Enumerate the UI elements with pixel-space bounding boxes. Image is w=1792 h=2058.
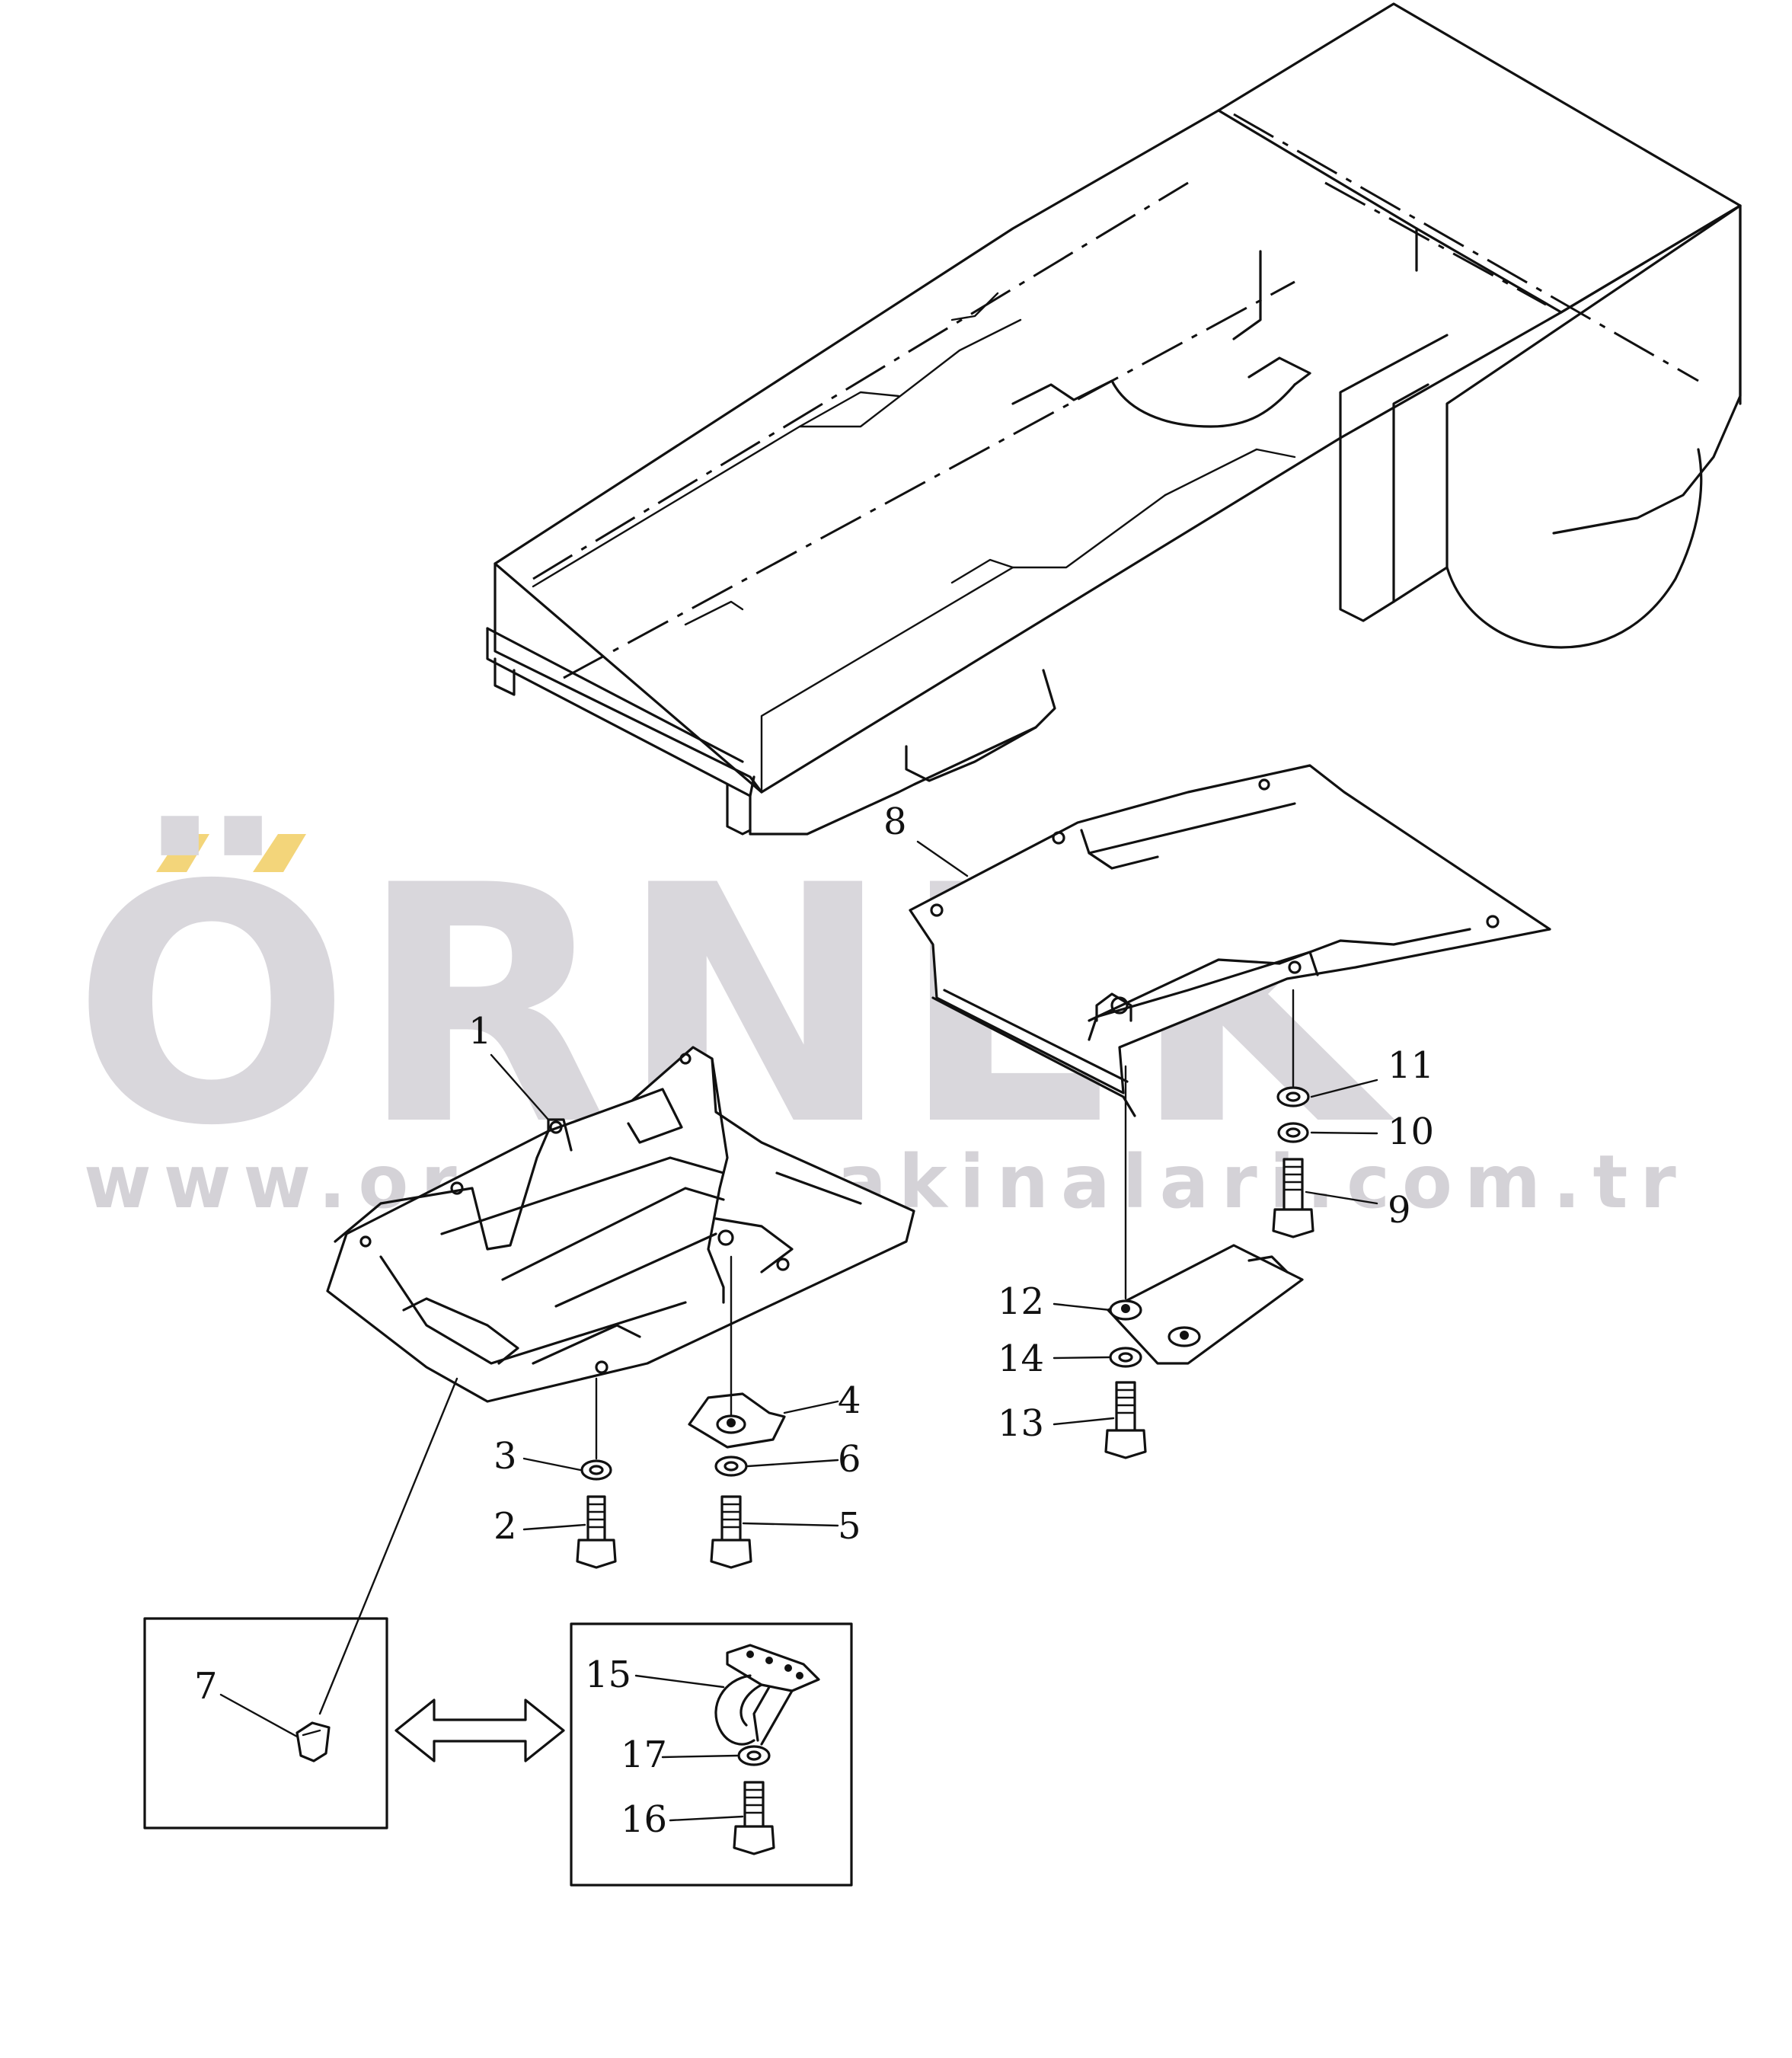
watermark-umlaut-left-icon — [156, 834, 209, 872]
callout-17: 17 — [621, 1734, 667, 1776]
part-1-guard — [326, 1046, 915, 1403]
callout-3: 3 — [494, 1435, 517, 1478]
callout-9: 9 — [1388, 1189, 1411, 1232]
callout-numbers: 1 8 11 10 9 12 14 13 4 6 5 3 2 7 15 17 1… — [194, 801, 1434, 1841]
part-4-plate — [688, 1392, 786, 1449]
callout-10: 10 — [1388, 1110, 1434, 1153]
bolt-2-icon — [576, 1495, 617, 1569]
callout-7: 7 — [194, 1665, 218, 1708]
double-arrow-icon — [394, 1698, 565, 1762]
bolt-13-icon — [1104, 1381, 1147, 1459]
callout-16: 16 — [621, 1798, 667, 1841]
callout-2: 2 — [494, 1505, 517, 1548]
bolt-9-icon — [1272, 1158, 1314, 1238]
callout-11: 11 — [1388, 1044, 1434, 1087]
machine-frame — [486, 2, 1742, 836]
callout-8: 8 — [883, 801, 907, 843]
part-8-guard — [909, 764, 1551, 1117]
hardware — [576, 1086, 1314, 1569]
plug-7-icon — [295, 1721, 331, 1762]
callout-15: 15 — [585, 1654, 631, 1696]
callout-14: 14 — [998, 1337, 1044, 1380]
leader-lines — [219, 840, 1378, 1822]
hook-15-icon — [714, 1644, 820, 1746]
part-12-plate — [1107, 1244, 1304, 1365]
bolt-5-icon — [710, 1495, 752, 1569]
callout-4: 4 — [838, 1379, 861, 1422]
callout-1: 1 — [468, 1010, 492, 1053]
callout-6: 6 — [838, 1438, 861, 1481]
inset-box-part-7 — [143, 1617, 388, 1830]
watermark-umlaut-right-icon — [253, 834, 306, 872]
callout-5: 5 — [838, 1505, 861, 1548]
inset-box-parts-15-17 — [570, 1622, 853, 1887]
bolt-16-icon — [733, 1781, 775, 1855]
callout-13: 13 — [998, 1402, 1044, 1445]
assembly-lines — [318, 989, 1295, 1715]
callout-12: 12 — [998, 1280, 1044, 1323]
